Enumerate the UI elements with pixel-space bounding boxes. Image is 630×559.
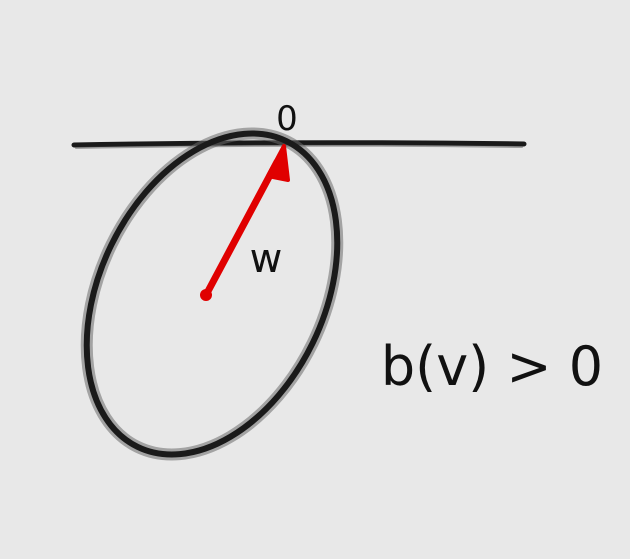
vector-w-arrowhead xyxy=(266,144,290,182)
condition-label: b(v) > 0 xyxy=(381,335,603,398)
ellipse xyxy=(80,127,344,461)
vector-w-origin-dot xyxy=(200,289,212,301)
vector-w-shaft xyxy=(202,158,281,299)
vector-label: w xyxy=(250,236,283,282)
vector-w xyxy=(200,144,290,301)
origin-label: 0 xyxy=(276,99,298,139)
